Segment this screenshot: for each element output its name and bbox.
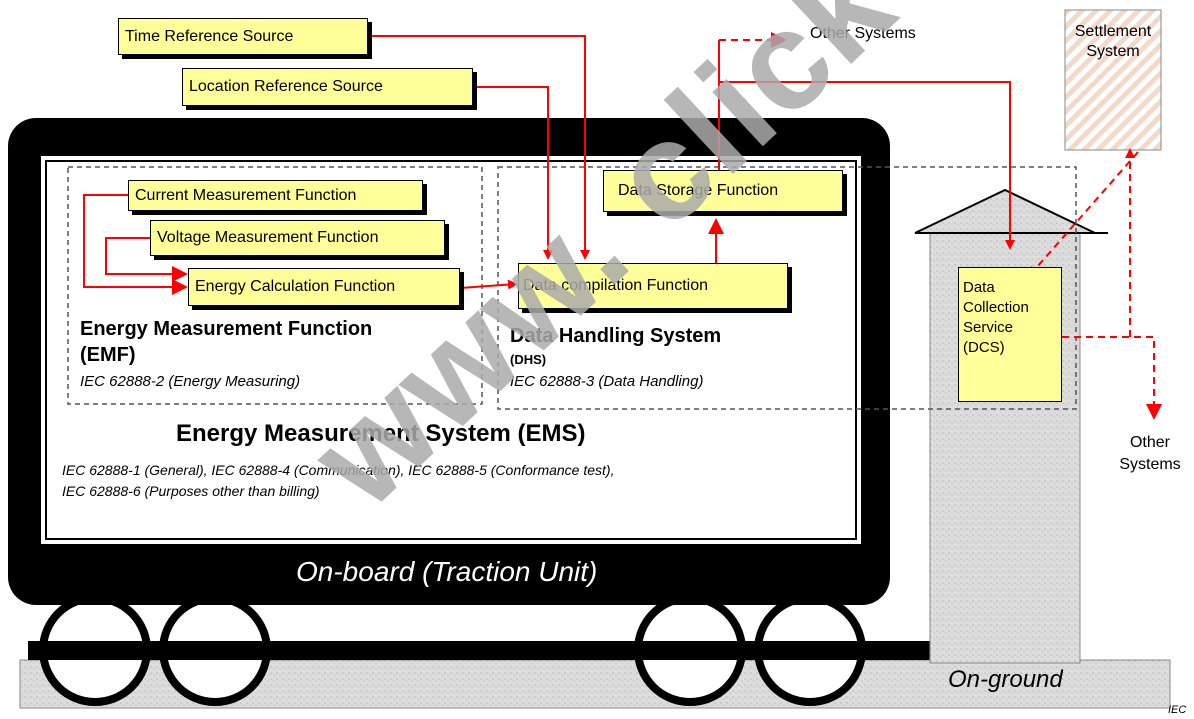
ems-standards-line1: IEC 62888-1 (General), IEC 62888-4 (Comm…: [62, 462, 615, 478]
emf-abbr: (EMF): [80, 344, 136, 366]
current-measurement-function-box: Current Measurement Function: [128, 180, 423, 211]
other-systems-right-label: Other Systems: [1119, 434, 1181, 473]
emf-title: Energy Measurement Function: [80, 318, 373, 340]
onground-label: On-ground: [948, 666, 1063, 693]
dhs-dashed-box: [497, 166, 1077, 410]
onboard-label: On-board (Traction Unit): [296, 556, 598, 587]
other-systems-top-label: Other Systems: [810, 25, 916, 42]
dhs-abbr: (DHS): [510, 352, 547, 367]
settlement-system-label: Settlement System: [1074, 23, 1152, 60]
dcs-box: Data Collection Service (DCS): [958, 267, 1062, 402]
data-storage-function-box: Data Storage Function: [603, 170, 843, 212]
building-roof: [914, 188, 1096, 234]
settlement-box: [1064, 9, 1162, 151]
time-reference-source-box: Time Reference Source: [118, 18, 368, 55]
energy-calculation-function-box: Energy Calculation Function: [188, 268, 460, 306]
ems-standards-line2: IEC 62888-6 (Purposes other than billing…: [62, 483, 320, 499]
iec-footer: IEC: [1168, 704, 1187, 716]
ems-title: Energy Measurement System (EMS): [176, 420, 586, 447]
emf-standard: IEC 62888-2 (Energy Measuring): [80, 373, 301, 390]
location-reference-source-label: Location Reference Source: [189, 78, 383, 95]
dhs-title: Data Handling System: [510, 325, 722, 347]
voltage-measurement-function-box: Voltage Measurement Function: [150, 220, 445, 256]
dhs-standard: IEC 62888-3 (Data Handling): [510, 373, 704, 390]
data-compilation-function-box: Data compilation Function: [518, 263, 788, 309]
time-reference-source-label: Time Reference Source: [125, 27, 294, 45]
location-reference-source-box: Location Reference Source: [182, 68, 473, 106]
